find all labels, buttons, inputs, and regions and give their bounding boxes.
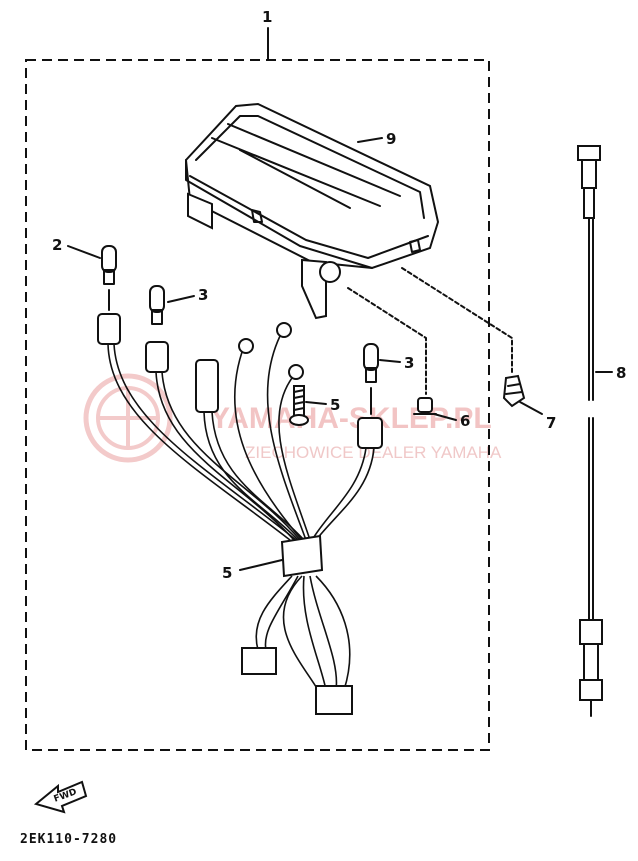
callout-7: 7 [546, 414, 556, 432]
diagram-code: 2EK110-7280 [20, 832, 117, 847]
callout-9: 9 [386, 130, 396, 148]
screw-part [289, 385, 309, 426]
callout-4: 5 [222, 564, 232, 582]
callout-3-right: 3 [404, 354, 414, 372]
callout-2: 3 [198, 286, 208, 304]
nut-part [413, 397, 437, 415]
callout-3-left: 2 [52, 236, 62, 254]
bulb-middle [149, 285, 165, 325]
callout-1: 1 [262, 8, 272, 26]
bulb-right [363, 343, 379, 383]
meter-cable [577, 145, 603, 717]
callout-6: 6 [460, 412, 470, 430]
callout-8: 8 [616, 364, 626, 382]
wire-harness [97, 313, 383, 715]
fwd-arrow-icon: FWD [33, 780, 88, 814]
watermark-title: YAMAHA-SKLEP.PL [210, 402, 492, 435]
bulb-left [101, 245, 117, 285]
grommet-part [502, 374, 526, 408]
assembly-boundary [25, 27, 490, 751]
callout-5: 5 [330, 396, 340, 414]
meter-housing [184, 102, 440, 320]
